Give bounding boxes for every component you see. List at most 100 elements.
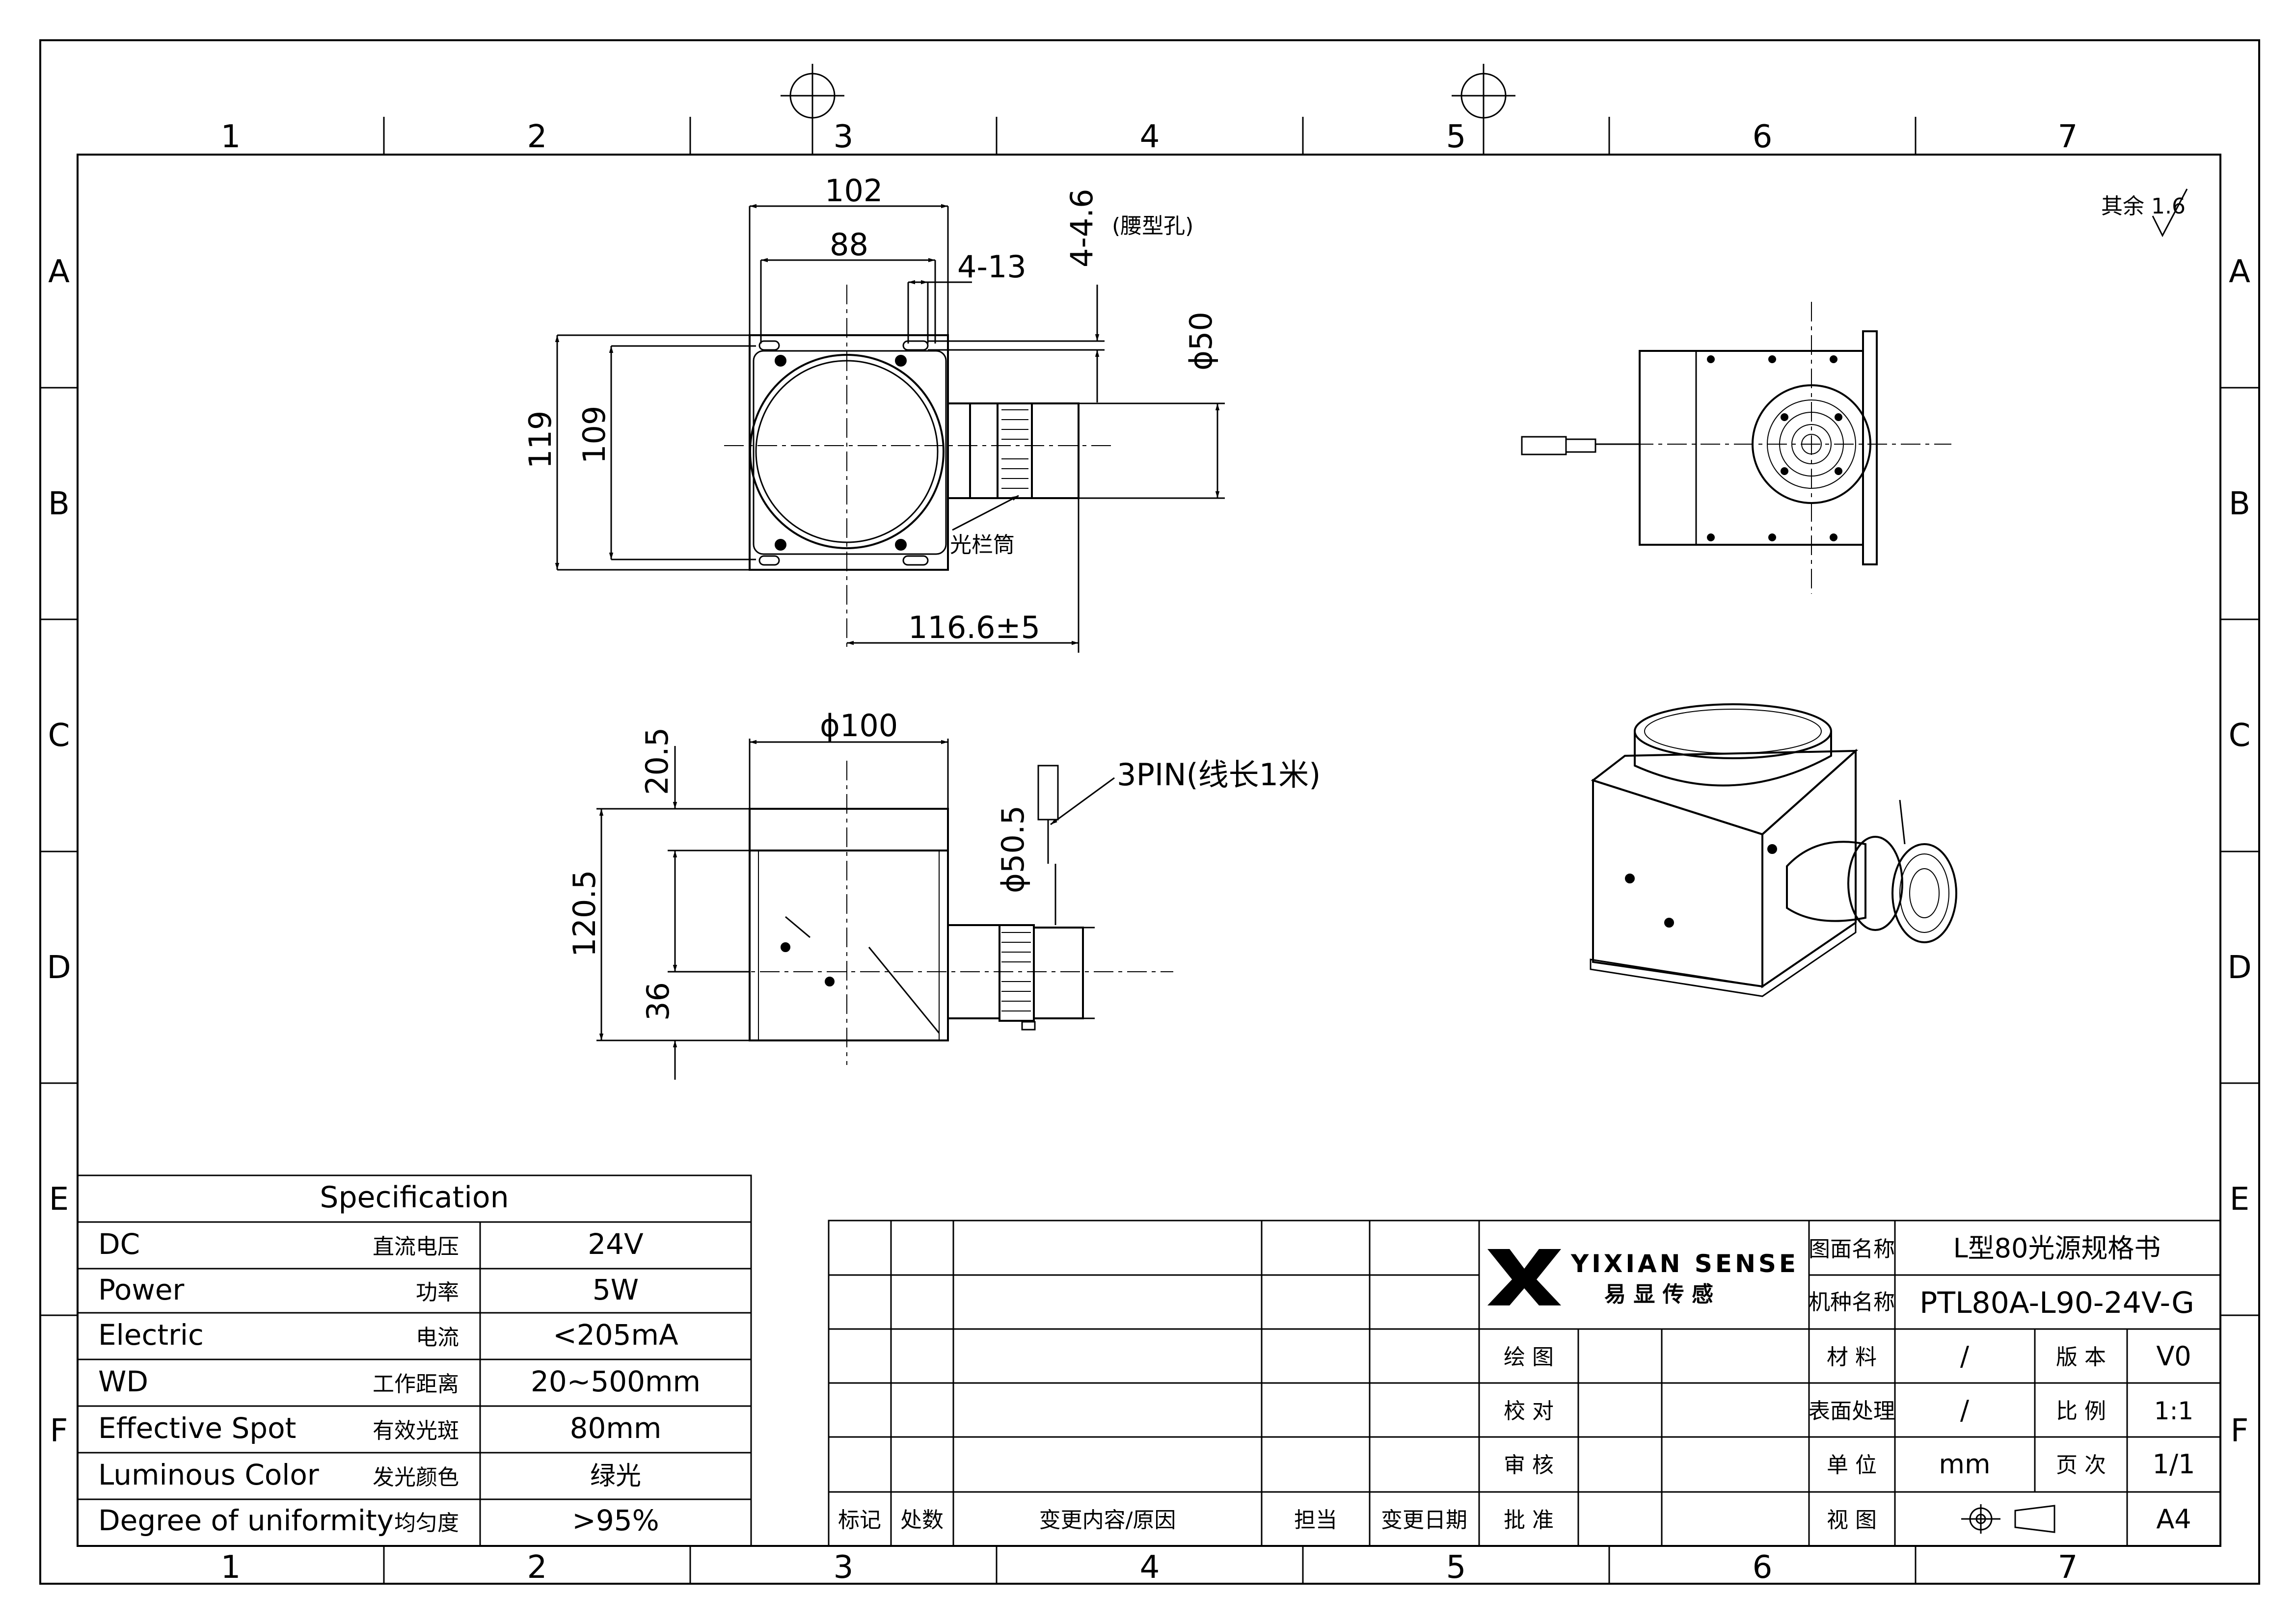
spec-table [77, 1174, 752, 1547]
revision-headers: 标记 处数 变更内容/原因 担当 变更日期 [838, 1508, 1467, 1533]
col-label: 6 [1753, 119, 1773, 155]
front-view-dimensions [596, 739, 1115, 1080]
sign-check: 校 对 [1504, 1399, 1554, 1424]
page-label: 页 次 [2056, 1453, 2106, 1478]
drawing-name-label: 图面名称 [1809, 1237, 1895, 1262]
centering-mark-icon [781, 64, 844, 155]
revision-table [828, 1220, 1480, 1547]
front-view-knurl [999, 924, 1035, 1022]
top-view-inner-square [753, 350, 947, 555]
dim-top-height: 20.5 [639, 727, 675, 795]
spec-cn-uniformity: 均匀度 [394, 1511, 459, 1536]
front-view-body [749, 850, 949, 1041]
label-aperture-tube: 光栏筒 [950, 532, 1015, 558]
spec-en-power: Power [98, 1273, 185, 1306]
sign-review: 审 核 [1504, 1453, 1554, 1478]
spec-val-wd: 20~500mm [531, 1365, 701, 1398]
spec-cn-wd: 工作距离 [373, 1372, 459, 1397]
column-labels-bottom: 1 2 3 4 5 6 7 [221, 1549, 2078, 1586]
spec-en-wd: WD [98, 1365, 148, 1398]
top-view-dimensions [555, 204, 1225, 653]
top-view-collar [1031, 402, 1080, 499]
col-label: 1 [221, 119, 241, 155]
rev-header-owner: 担当 [1294, 1508, 1337, 1533]
mount-hole [895, 355, 907, 367]
row-labels-right: A B C D E F [2227, 254, 2251, 1449]
spec-text: Specification DC 直流电压 24V Power 功率 5W El… [98, 1180, 701, 1537]
unit-label: 单 位 [1827, 1453, 1877, 1478]
side-view [1521, 302, 1951, 594]
col-label: 5 [1446, 119, 1466, 155]
sign-draw: 绘 图 [1504, 1345, 1554, 1370]
iso-body-top [1591, 749, 1859, 836]
row-labels-left: A B C D E F [47, 254, 71, 1449]
rev-header-date: 变更日期 [1381, 1508, 1467, 1533]
dim-tube-diameter: ϕ50 [1183, 312, 1219, 371]
iso-body-front [1592, 779, 1763, 988]
column-labels-top: 1 2 3 4 5 6 7 [221, 119, 2078, 155]
dim-waist-hole-note: (腰型孔) [1112, 213, 1193, 239]
front-view [727, 761, 1173, 1065]
spec-val-dc: 24V [588, 1227, 644, 1261]
top-view-body [749, 334, 949, 571]
version-value: V0 [2156, 1341, 2191, 1372]
row-label: B [48, 486, 70, 522]
side-view-body [1639, 350, 1864, 546]
logo-text-en: YIXIAN SENSE [1570, 1250, 1799, 1278]
connector-icon [1037, 765, 1059, 821]
front-view-screw [781, 942, 790, 952]
row-label: C [48, 718, 70, 754]
spec-cn-electric: 电流 [416, 1325, 459, 1350]
front-view-dim-labels: ϕ100 20.5 120.5 36 ϕ50.5 3PIN(线长1米) [567, 708, 1321, 1021]
slot-hole [758, 555, 780, 566]
row-label: A [2229, 254, 2250, 290]
dim-height-outer: 119 [522, 411, 558, 469]
dim-width-outer: 102 [825, 173, 883, 209]
model-label: 机种名称 [1809, 1290, 1895, 1315]
iso-base [1590, 921, 1857, 997]
dim-slot-holes: 4-13 [957, 249, 1026, 285]
dim-tube-length: 116.6±5 [908, 610, 1040, 645]
col-label: 3 [834, 119, 854, 155]
spec-en-dc: DC [98, 1227, 140, 1261]
roughness-icon [2152, 188, 2188, 238]
dim-diameter: ϕ100 [820, 708, 898, 744]
spec-en-color: Luminous Color [98, 1458, 319, 1491]
label-connector: 3PIN(线长1米) [1117, 757, 1321, 793]
spec-cn-power: 功率 [416, 1280, 459, 1305]
drawing-name: L型80光源规格书 [1953, 1233, 2161, 1264]
yixian-logo: YIXIAN SENSE 易 显 传 感 [1487, 1249, 1799, 1307]
row-label: A [48, 254, 70, 290]
col-label: 7 [2058, 119, 2078, 155]
dim-axis-height: 36 [640, 982, 676, 1021]
iso-knurl [1847, 836, 1903, 931]
col-label: 2 [527, 119, 547, 155]
spec-val-uniformity: >95% [572, 1504, 659, 1537]
row-label: C [2229, 718, 2251, 754]
col-label: 6 [1753, 1549, 1773, 1586]
centering-mark-icon [1452, 64, 1515, 155]
top-view-tube [947, 402, 971, 499]
dim-tube-diameter: ϕ50.5 [995, 805, 1031, 893]
zone-dividers [40, 117, 2259, 1584]
top-view [724, 285, 1114, 648]
slot-hole [902, 555, 929, 566]
rev-header-content: 变更内容/原因 [1039, 1508, 1176, 1533]
col-label: 2 [527, 1549, 547, 1586]
row-label: B [2229, 486, 2250, 522]
col-label: 3 [834, 1549, 854, 1586]
front-view-screw [825, 977, 835, 986]
mount-hole [775, 539, 786, 551]
outer-frame [39, 39, 2260, 1585]
iso-lens-ring [1634, 703, 1832, 759]
version-label: 版 本 [2056, 1345, 2106, 1370]
spec-val-color: 绿光 [590, 1462, 641, 1491]
iso-lens-front [1891, 843, 1957, 943]
mount-hole [775, 355, 786, 367]
unit-value: mm [1939, 1449, 1990, 1480]
dim-height-inner: 109 [576, 406, 612, 464]
top-view-knurl [997, 402, 1033, 499]
spec-en-uniformity: Degree of uniformity [98, 1504, 394, 1537]
slot-hole [902, 340, 929, 351]
